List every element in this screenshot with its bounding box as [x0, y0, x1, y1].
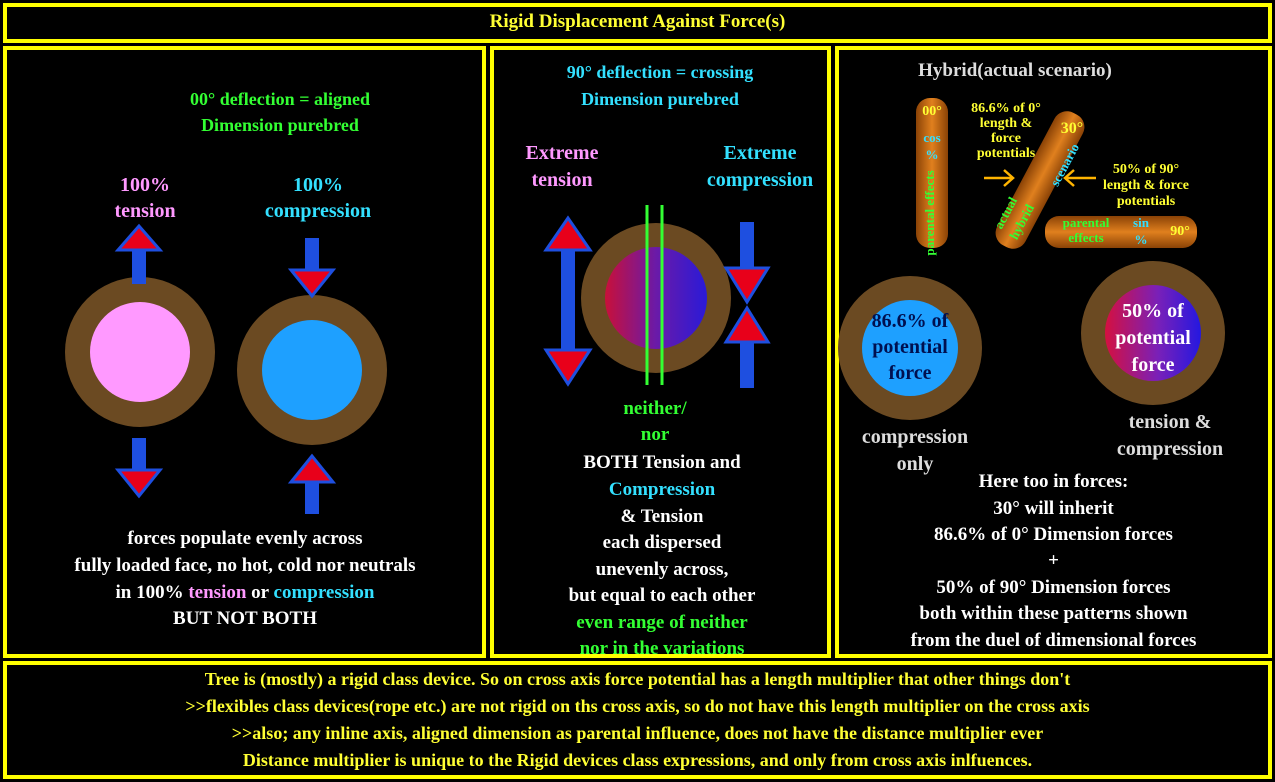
crossing-desc-7: nor in the variations	[579, 638, 745, 659]
extreme-tension-label-2: tension	[531, 169, 593, 191]
circle2-text-3: force	[1131, 354, 1175, 376]
note-86-line1: 86.6% of 0°	[971, 101, 1041, 116]
extreme-compression-label-1: Extreme	[723, 142, 797, 164]
neither-label: neither/	[623, 398, 687, 419]
rod-30-degree	[995, 111, 1085, 249]
circle1-text-3: force	[888, 362, 932, 384]
aligned-desc-tension: tension	[188, 582, 247, 603]
compression-label-word: compression	[264, 200, 372, 222]
crossing-deflection-line1: 90° deflection = crossing	[566, 62, 754, 82]
tension-compression-label-2: compression	[1116, 438, 1224, 460]
footer-panel	[3, 661, 1272, 779]
hybrid-desc-6: from the duel of dimensional forces	[910, 630, 1197, 651]
tension-arrow-down-icon	[114, 438, 164, 499]
extreme-compression-label-2: compression	[706, 169, 814, 191]
compression-only-label-2: only	[896, 453, 934, 475]
crossing-desc-6: even range of neither	[576, 612, 748, 633]
hybrid-heading: Hybrid(actual scenario)	[918, 60, 1112, 81]
hybrid-desc-0: Here too in forces:	[978, 471, 1129, 492]
extreme-compression-arrow-icon	[723, 222, 771, 388]
pointer-arrow-left-icon	[984, 169, 1015, 187]
crossing-circle	[581, 205, 731, 385]
compression-arrow-up-icon	[287, 453, 337, 514]
footer-line-2: >>flexibles class devices(rope etc.) are…	[185, 696, 1090, 716]
extreme-tension-label-1: Extreme	[525, 142, 599, 164]
compression-arrow-down-icon	[287, 238, 337, 299]
compression-only-circle	[838, 276, 982, 420]
aligned-desc-line4: BUT NOT BOTH	[173, 608, 317, 629]
rod3-pct: %	[1134, 232, 1148, 247]
rod3-parental-line1: parental effects	[1046, 215, 1126, 245]
note-50-line1: 50% of 90°	[1112, 162, 1180, 177]
crossing-desc-4: unevenly across,	[595, 559, 729, 580]
crossing-desc-5: but equal to each other	[568, 585, 756, 606]
compression-label-pct: 100%	[293, 174, 343, 196]
rod1-pct: %	[925, 147, 939, 162]
note-86-line2: length &	[979, 116, 1033, 131]
rod1-parental-effects: parental effects	[922, 170, 937, 256]
tension-circle	[65, 277, 215, 427]
note-86-line4: potentials	[976, 146, 1036, 161]
footer-line-1: Tree is (mostly) a rigid class device. S…	[204, 669, 1071, 689]
crossing-deflection-line2: Dimension purebred	[581, 89, 739, 109]
circle1-text-2: potential	[872, 336, 948, 358]
aligned-deflection-line1: 00° deflection = aligned	[190, 89, 370, 109]
rod-90-degree	[1045, 216, 1197, 248]
rod3-parental-effects: parental effects	[1062, 215, 1110, 245]
aligned-desc-compression: compression	[273, 582, 375, 603]
note-86-line3: force	[990, 131, 1022, 146]
title-bar	[3, 3, 1272, 43]
rod3-sin: sin	[1133, 215, 1149, 230]
aligned-desc-line1: forces populate evenly across	[127, 528, 363, 549]
compression-circle	[237, 295, 387, 445]
crossing-desc-0: BOTH Tension and	[583, 452, 741, 473]
aligned-desc-line2: fully loaded face, no hot, cold nor neut…	[74, 555, 416, 576]
tension-label-word: tension	[114, 200, 176, 222]
page-title: Rigid Displacement Against Force(s)	[489, 11, 786, 32]
hybrid-desc-1: 30° will inherit	[993, 498, 1114, 519]
note-50-line2: length & force	[1102, 178, 1190, 193]
aligned-desc-or: or	[246, 582, 274, 603]
circle1-text-1: 86.6% of	[871, 310, 949, 332]
rod2-angle: 30°	[1060, 120, 1084, 137]
footer-line-3: >>also; any inline axis, aligned dimensi…	[231, 723, 1044, 743]
crossing-desc-1: Compression	[608, 479, 716, 500]
hybrid-desc-4: 50% of 90° Dimension forces	[936, 577, 1171, 598]
circle2-text-1: 50% of	[1122, 300, 1184, 322]
footer-line-4: Distance multiplier is unique to the Rig…	[242, 750, 1033, 770]
aligned-desc-in: in 100%	[115, 582, 189, 603]
crossing-desc-2: & Tension	[620, 506, 704, 527]
rod1-angle: 00°	[922, 104, 942, 119]
aligned-deflection-line2: Dimension purebred	[201, 115, 359, 135]
hybrid-desc-2: 86.6% of 0° Dimension forces	[934, 524, 1173, 545]
rod-0-degree	[916, 98, 948, 248]
tension-label-pct: 100%	[120, 174, 170, 196]
tension-compression-label-1: tension &	[1128, 411, 1212, 433]
aligned-desc-line3: in 100% tension or compression	[5, 582, 485, 604]
nor-label: nor	[640, 424, 670, 445]
extreme-tension-arrow-icon	[543, 215, 593, 387]
tension-arrow-up-icon	[114, 223, 164, 284]
tension-compression-circle	[1081, 261, 1225, 405]
note-50-line3: potentials	[1116, 194, 1176, 209]
hybrid-desc-5: both within these patterns shown	[919, 603, 1188, 624]
rod3-angle: 90°	[1170, 224, 1190, 239]
compression-only-label-1: compression	[861, 426, 969, 448]
hybrid-desc-3: +	[1048, 550, 1059, 571]
rod1-cos: cos	[923, 130, 941, 145]
circle2-text-2: potential	[1115, 327, 1191, 349]
pointer-arrow-right-icon	[1063, 169, 1096, 187]
crossing-desc-3: each dispersed	[602, 532, 722, 553]
